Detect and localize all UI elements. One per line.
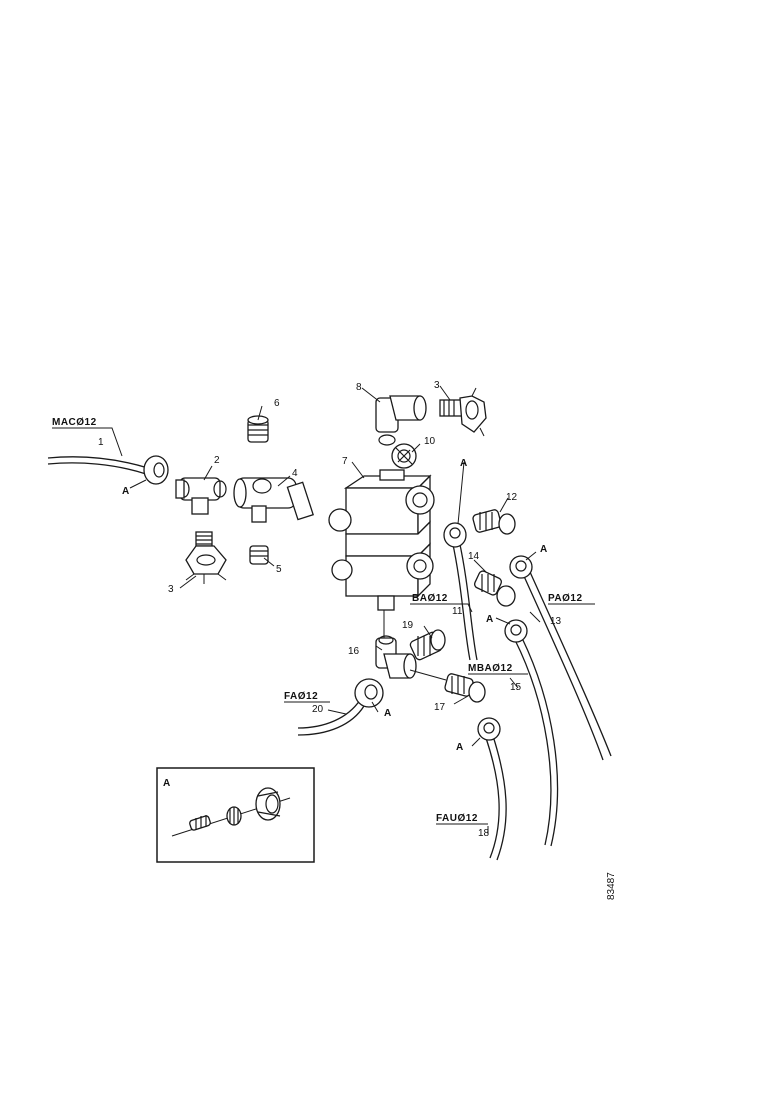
callout-13: 13: [550, 616, 562, 627]
part-16-elbow: [375, 635, 417, 679]
hose-1-mac: [47, 456, 149, 475]
label-ba: BAØ12: [412, 593, 448, 604]
callout-19: 19: [402, 620, 414, 631]
callout-8: 8: [356, 382, 362, 393]
detail-box-title: A: [163, 778, 170, 789]
hose-11-ba: [451, 539, 478, 661]
part-14-fitting: [473, 570, 516, 607]
nut-a-20: [354, 678, 384, 708]
callout-7: 7: [342, 456, 348, 467]
part-7-valve-block: [328, 469, 435, 640]
part-3-drain-valve-upper: [439, 387, 487, 437]
part-19-fitting: [409, 629, 446, 661]
part-12-fitting: [472, 509, 516, 535]
label-mac: MACØ12: [52, 417, 97, 428]
part-5-plug: [249, 545, 269, 565]
callout-12: 12: [506, 492, 518, 503]
letter-a-13: A: [540, 544, 547, 555]
part-4-tee: [233, 477, 314, 523]
letter-a-20: A: [384, 708, 391, 719]
letter-a-18: A: [456, 742, 463, 753]
connector-letters: A A A A A A A: [122, 458, 547, 789]
nut-a-18: [477, 717, 501, 741]
callout-16: 16: [348, 646, 360, 657]
letter-a-15: A: [486, 614, 493, 625]
hose-20-fa: [297, 699, 365, 736]
callout-3-upper: 3: [434, 380, 440, 391]
callout-3-lower: 3: [168, 584, 174, 595]
callout-11: 11: [452, 606, 463, 617]
detail-box-a: [156, 767, 315, 863]
callout-18: 18: [478, 828, 490, 839]
callout-1: 1: [98, 437, 104, 448]
detail-a-exploded-fitting: [171, 787, 291, 837]
callout-10: 10: [424, 436, 436, 447]
hose-13-pa: [522, 571, 612, 761]
hose-18-fau: [485, 735, 507, 861]
callout-numbers: 1 2 3 3 4 5 6 7 8 10 11 12 13 14 15 16 1…: [98, 380, 562, 839]
callout-5: 5: [276, 564, 282, 575]
figure-code: 83487: [606, 872, 617, 900]
line-labels: MACØ12 BAØ12 PAØ12 MBAØ12 FAØ12 FAUØ12: [52, 417, 583, 824]
part-17-fitting: [409, 669, 486, 703]
callout-2: 2: [214, 455, 220, 466]
label-mba: MBAØ12: [468, 663, 513, 674]
callout-20: 20: [312, 704, 324, 715]
label-fau: FAUØ12: [436, 813, 478, 824]
letter-a-11: A: [460, 458, 467, 469]
hose-15-mba: [514, 637, 559, 847]
callout-4: 4: [292, 468, 298, 479]
letter-a-1: A: [122, 486, 129, 497]
nut-a-11: [443, 522, 467, 548]
part-10-fitting: [391, 443, 417, 469]
part-3-drain-valve-lower: [185, 531, 227, 584]
callout-17: 17: [434, 702, 446, 713]
leader-lines: [52, 385, 595, 834]
label-fa-left: FAØ12: [284, 691, 318, 702]
nut-a-13: [509, 555, 533, 579]
part-8-elbow: [375, 395, 427, 446]
nut-a-15: [504, 619, 528, 643]
callout-15: 15: [510, 682, 522, 693]
callout-6: 6: [274, 398, 280, 409]
nut-a-1: [143, 455, 169, 485]
label-pa: PAØ12: [548, 593, 583, 604]
part-2-tee: [175, 477, 227, 515]
callout-14: 14: [468, 551, 480, 562]
